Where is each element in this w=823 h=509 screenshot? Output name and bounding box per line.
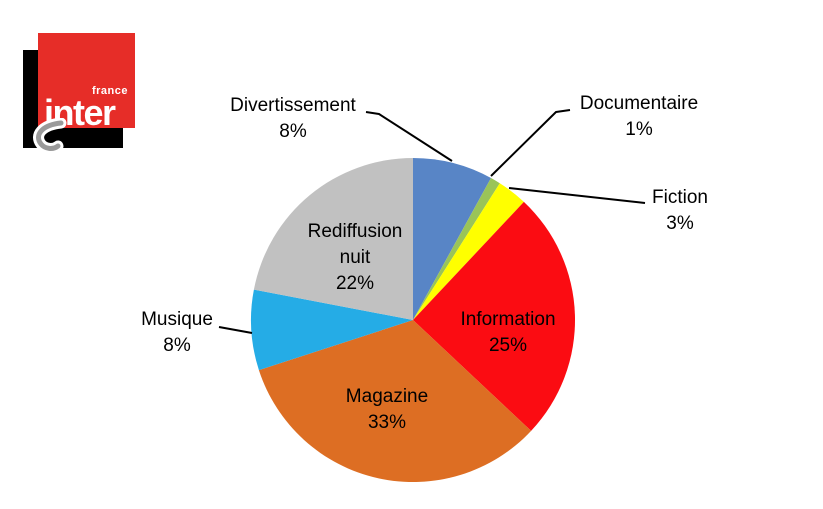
- pie-slice-information: [413, 201, 576, 431]
- pie-label-divertissement: Divertissement 8%: [230, 93, 356, 145]
- pie-label-rediffusion-nuit: Rediffusion nuit 22%: [308, 219, 403, 297]
- pie-label-line: 1%: [625, 119, 653, 140]
- pie-slice-divertissement: [413, 158, 491, 320]
- pie-label-line: Fiction: [652, 187, 708, 208]
- pie-label-line: Rediffusion: [307, 221, 403, 242]
- france-inter-logo: france inter: [23, 33, 137, 154]
- pie-label-line: Magazine: [345, 386, 429, 407]
- logo-quote-icon: [33, 118, 67, 154]
- leader-line-musique: [218, 326, 253, 334]
- pie-label-fiction: Fiction 3%: [652, 185, 708, 237]
- leader-line-fiction: [508, 187, 646, 204]
- pie-slice-magazine: [258, 320, 532, 483]
- leader-line-divertissement: [365, 111, 453, 162]
- pie-label-line: 3%: [666, 213, 694, 234]
- pie-slices: [250, 158, 576, 483]
- pie-label-line: Musique: [141, 309, 213, 330]
- pie-label-line: Divertissement: [230, 95, 356, 116]
- logo-france-text: france: [91, 85, 128, 97]
- pie-label-line: 33%: [367, 412, 407, 433]
- pie-label-documentaire: Documentaire 1%: [580, 91, 698, 143]
- pie-label-line: nuit: [339, 247, 371, 268]
- logo-red-square: france inter: [38, 33, 135, 131]
- pie-label-line: 8%: [163, 335, 191, 356]
- leader-line-documentaire: [490, 109, 571, 177]
- pie-slice-documentaire: [413, 178, 500, 320]
- pie-slice-fiction: [413, 183, 524, 320]
- pie-label-magazine: Magazine 33%: [346, 384, 428, 436]
- pie-label-information: Information 25%: [460, 307, 555, 359]
- pie-label-line: 22%: [335, 273, 375, 294]
- pie-label-line: Information: [460, 309, 556, 330]
- pie-label-line: Documentaire: [579, 93, 699, 114]
- pie-slice-musique: [250, 289, 413, 371]
- pie-label-line: 25%: [488, 335, 528, 356]
- pie-slice-rediffusion-nuit: [253, 158, 413, 320]
- leader-lines: [218, 109, 646, 334]
- pie-label-line: 8%: [279, 121, 307, 142]
- pie-label-musique: Musique 8%: [141, 307, 213, 359]
